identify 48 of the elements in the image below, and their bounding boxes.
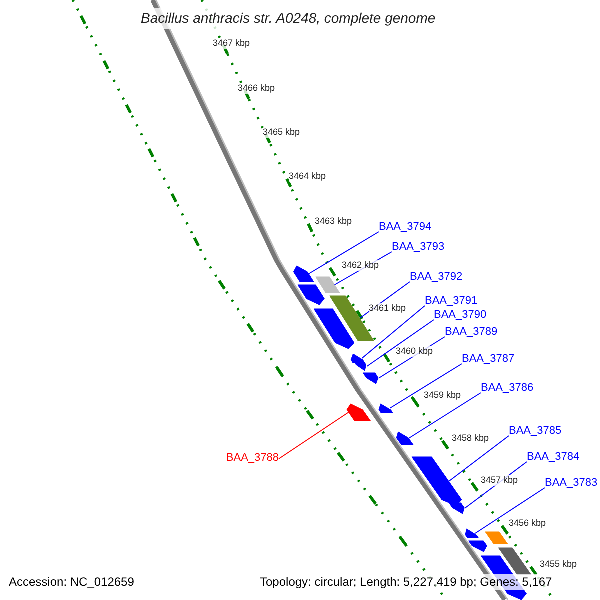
gene-feature: [298, 284, 325, 306]
gene-feature: [354, 362, 367, 372]
leader-line: [366, 320, 434, 367]
position-label: 3465 kbp: [263, 127, 300, 138]
gene-feature: [448, 502, 465, 514]
position-label: 3467 kbp: [213, 38, 250, 49]
gene-label: BAA_3789: [445, 325, 498, 339]
position-label: 3463 kbp: [315, 216, 352, 227]
leader-line: [474, 488, 546, 534]
gene-feature: [316, 276, 340, 294]
gene-label: BAA_3785: [509, 424, 562, 438]
leader-line: [389, 364, 462, 409]
leader-line: [308, 232, 380, 274]
gene-feature: [465, 528, 479, 538]
position-label: 3464 kbp: [289, 171, 326, 182]
position-label: 3460 kbp: [396, 346, 434, 357]
position-label: 3456 kbp: [509, 518, 546, 529]
position-label: 3458 kbp: [452, 433, 490, 444]
gene-feature: [314, 308, 355, 350]
gene-feature: [378, 404, 394, 414]
leader-line: [362, 306, 426, 359]
gene-label: BAA_3786: [481, 381, 534, 395]
gene-feature: [293, 266, 314, 282]
gene-feature: [363, 372, 379, 384]
gene-feature: [468, 540, 488, 552]
position-label: 3455 kbp: [540, 559, 578, 570]
gene-label: BAA_3783: [545, 476, 598, 490]
gene-label: BAA_3792: [410, 270, 463, 284]
gene-label: BAA_3791: [425, 294, 478, 308]
gene-label: BAA_3793: [392, 240, 445, 254]
gene-label: BAA_3790: [434, 308, 487, 322]
position-label: 3466 kbp: [238, 83, 276, 94]
map-info-text: Accession: NC_012659: [9, 574, 134, 590]
gene-feature: [346, 404, 371, 422]
gene-label: BAA_3794: [379, 220, 432, 234]
leader-line: [408, 392, 482, 439]
position-label: 3457 kbp: [481, 475, 518, 486]
position-label: 3461 kbp: [369, 303, 406, 314]
position-label: 3459 kbp: [424, 390, 462, 401]
gene-feature: [485, 532, 508, 544]
leader-line: [278, 412, 350, 460]
leader-line: [448, 436, 510, 482]
gene-label: BAA_3788: [226, 451, 279, 465]
gene-feature: [396, 432, 414, 446]
position-label: 3462 kbp: [342, 260, 380, 271]
map-info-text: Topology: circular; Length: 5,227,419 bp; Genes: 5,167: [260, 574, 552, 590]
gene-label: BAA_3787: [462, 352, 515, 366]
gene-label: BAA_3784: [527, 450, 580, 464]
